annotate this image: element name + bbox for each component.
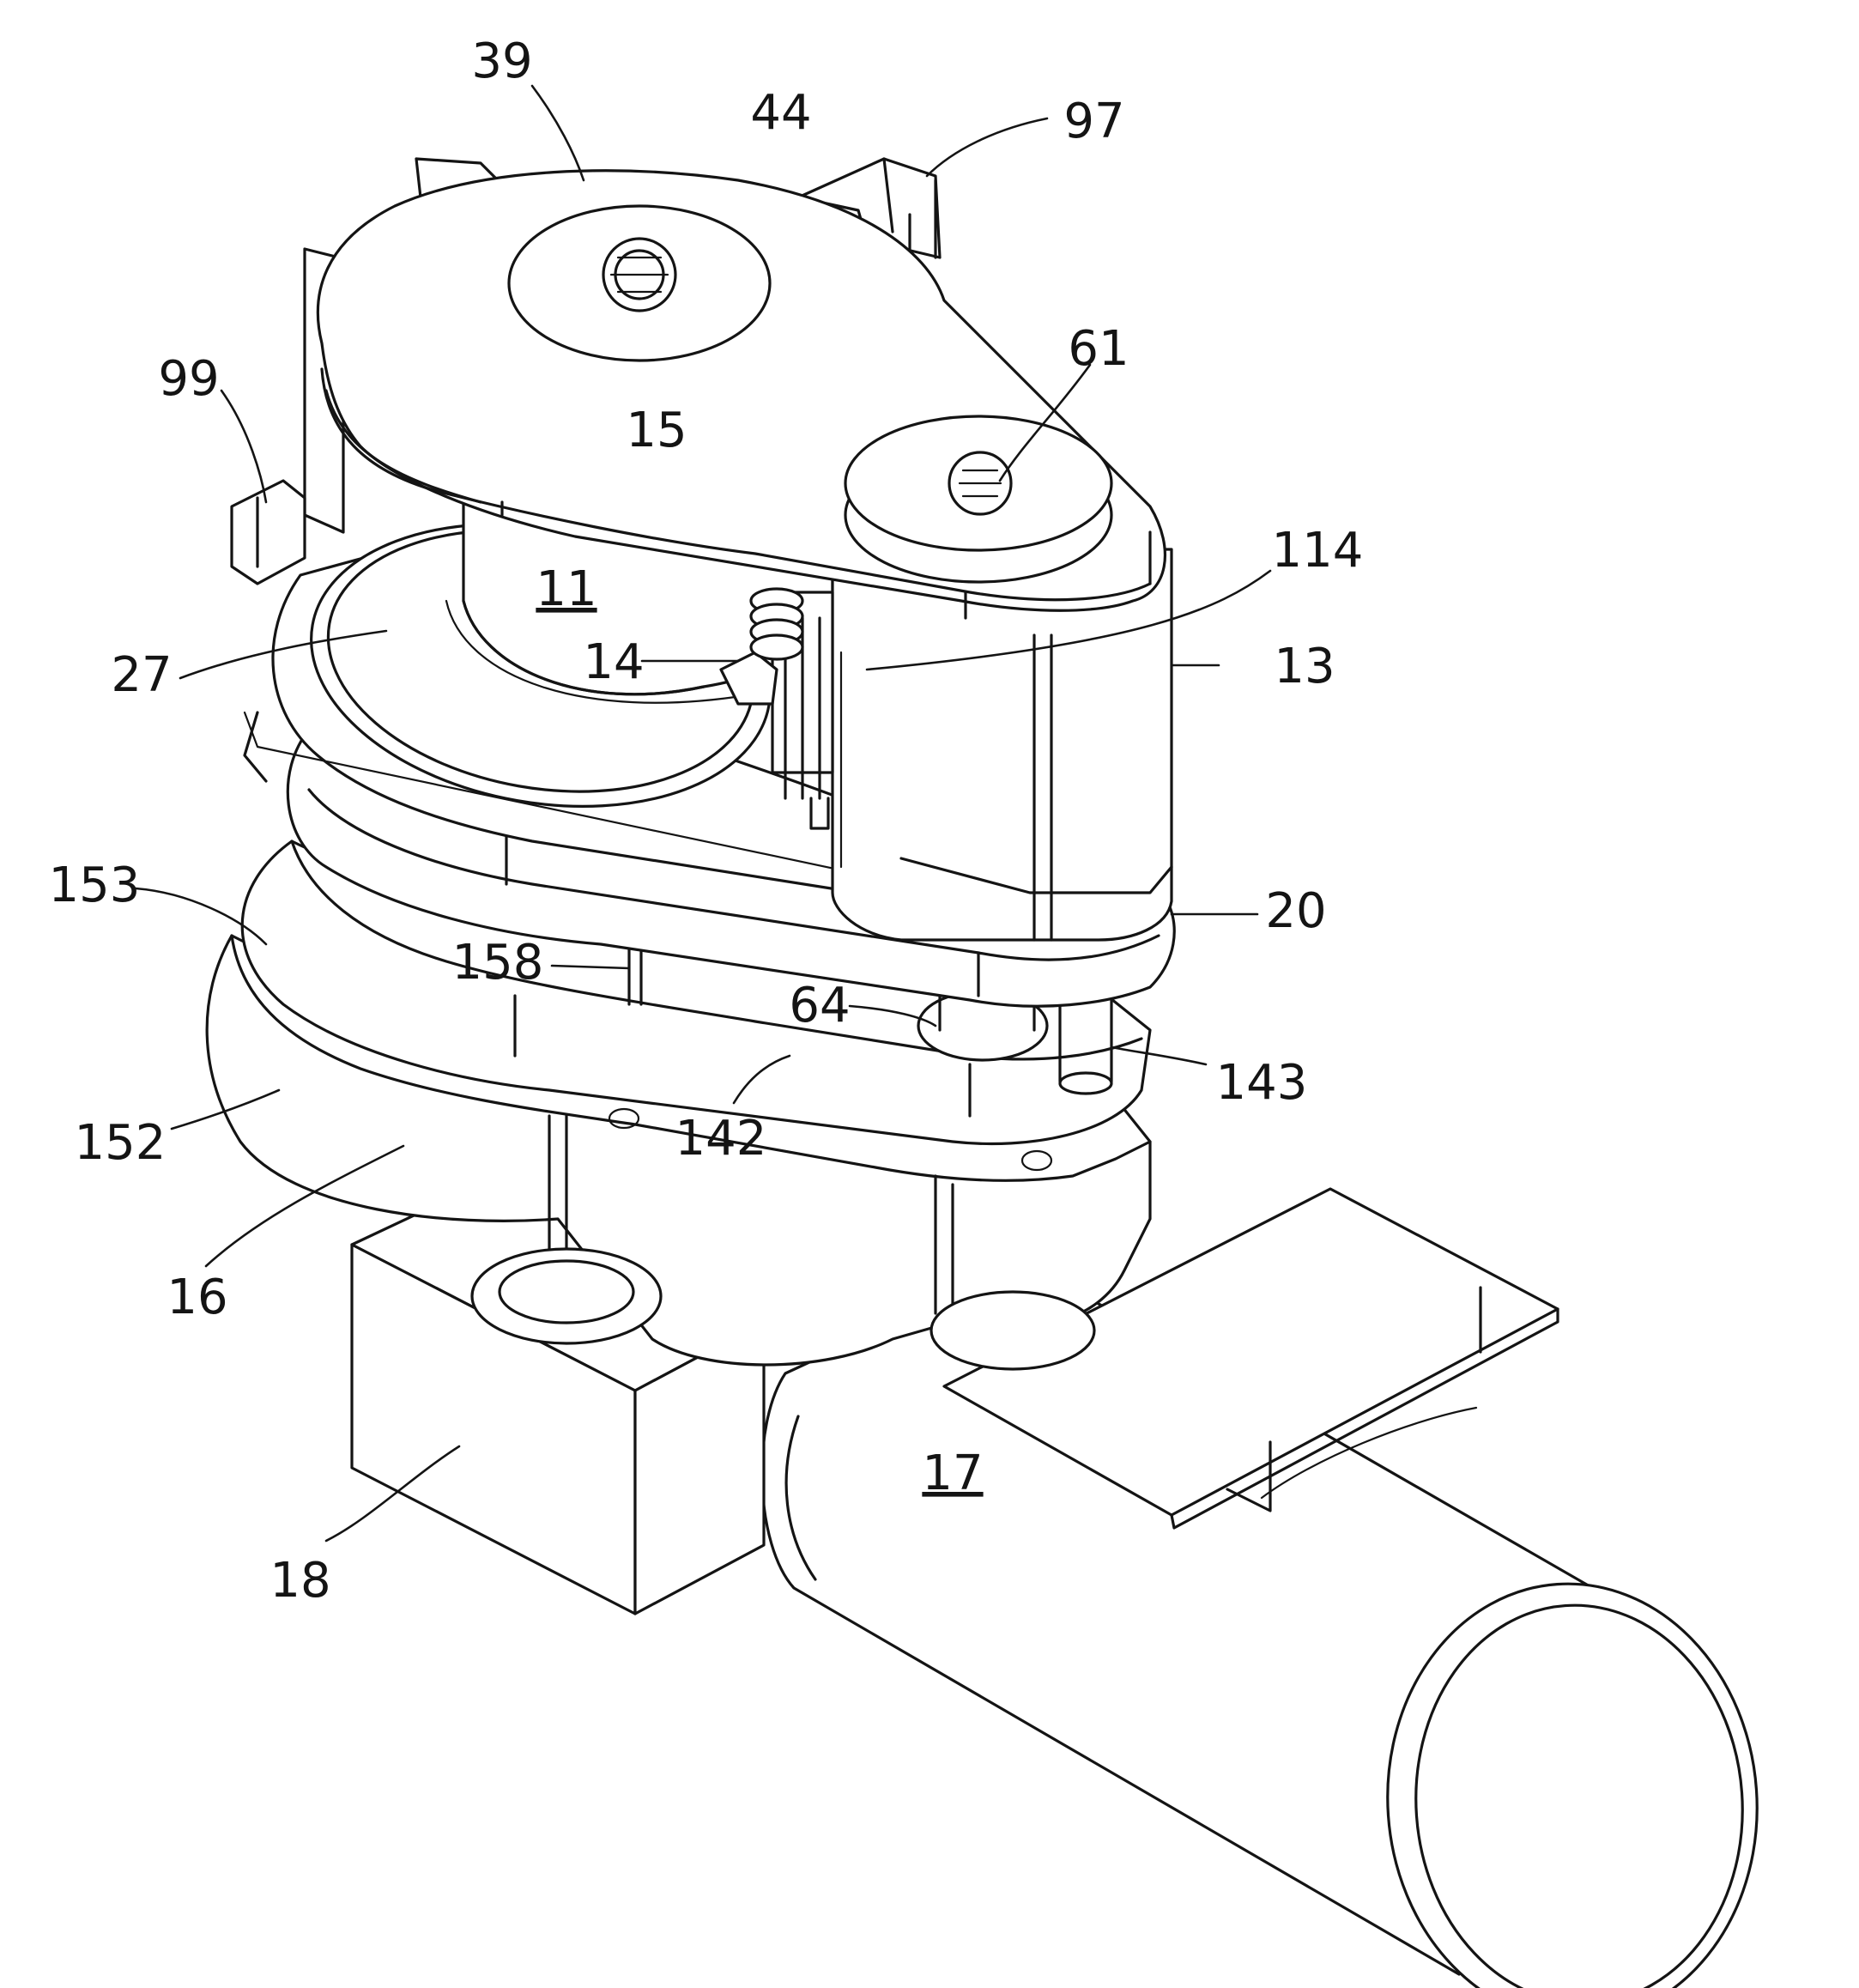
label-97: 97 <box>1063 94 1124 149</box>
label-99: 99 <box>158 351 219 407</box>
label-39: 39 <box>471 33 532 89</box>
label-114: 114 <box>1272 523 1364 579</box>
label-142: 142 <box>675 1111 767 1167</box>
label-153: 153 <box>49 858 141 913</box>
label-16: 16 <box>167 1270 227 1325</box>
label-158: 158 <box>452 935 544 991</box>
label-17: 17 <box>922 1446 983 1501</box>
label-61: 61 <box>1068 321 1129 377</box>
label-15: 15 <box>626 403 687 458</box>
label-20: 20 <box>1265 883 1326 939</box>
label-14: 14 <box>583 634 644 690</box>
label-143: 143 <box>1216 1055 1308 1111</box>
label-11: 11 <box>536 561 596 617</box>
label-18: 18 <box>269 1553 330 1609</box>
label-44: 44 <box>750 85 811 141</box>
label-27: 27 <box>111 647 172 703</box>
label-13: 13 <box>1274 639 1335 694</box>
label-64: 64 <box>789 978 850 1033</box>
label-152: 152 <box>75 1115 167 1171</box>
